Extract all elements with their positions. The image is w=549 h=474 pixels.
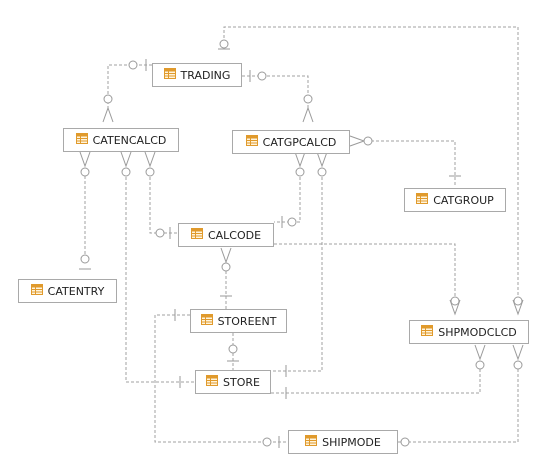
rel-store-catgpcalcd	[271, 172, 323, 372]
rel-trading-shpmodclcd	[223, 26, 519, 300]
entity-label: CATGROUP	[433, 193, 494, 207]
entity-label: STOREENT	[217, 314, 277, 328]
rel-catgroup-catgpcalcd	[371, 140, 456, 187]
entity-label: CALCODE	[207, 228, 262, 242]
entity-storeent[interactable]: STOREENT	[190, 309, 287, 333]
entity-catgroup[interactable]: CATGROUP	[404, 188, 506, 212]
entity-label: TRADING	[180, 68, 231, 82]
entity-label: SHIPMODE	[322, 435, 381, 449]
table-icon	[421, 325, 434, 339]
table-icon	[416, 193, 429, 207]
rel-trading-catencalcd	[107, 64, 152, 108]
table-icon	[245, 135, 258, 149]
rel-storeent-shipmode	[154, 314, 288, 443]
entity-label: SHPMODCLCD	[438, 325, 517, 339]
entity-catentry[interactable]: CATENTRY	[18, 279, 117, 303]
entity-shpmodclcd[interactable]: SHPMODCLCD	[409, 320, 529, 344]
entity-catencalcd[interactable]: CATENCALCD	[63, 128, 179, 152]
entity-store[interactable]: STORE	[195, 370, 271, 394]
entity-label: CATENCALCD	[92, 133, 167, 147]
rel-calcode-catgpcalcd	[274, 172, 301, 223]
table-icon	[206, 375, 219, 389]
entity-shipmode[interactable]: SHIPMODE	[288, 430, 398, 454]
rel-calcode-shpmodclcd	[274, 243, 456, 300]
table-icon	[75, 133, 88, 147]
rel-trading-catgpcalcd	[242, 75, 309, 108]
table-icon	[200, 314, 213, 328]
entity-label: CATENTRY	[47, 284, 105, 298]
entity-catgpcalcd[interactable]: CATGPCALCD	[232, 130, 350, 154]
table-icon	[190, 228, 203, 242]
entity-label: CATGPCALCD	[262, 135, 337, 149]
rel-shipmode-shpmodclcd	[398, 365, 519, 443]
table-icon	[30, 284, 43, 298]
entity-calcode[interactable]: CALCODE	[178, 223, 274, 247]
table-icon	[163, 68, 176, 82]
rel-store-shpmodclcd	[271, 365, 481, 394]
entity-label: STORE	[223, 375, 260, 389]
rel-calcode-catencalcd	[149, 172, 178, 234]
rel-store-catencalcd	[125, 172, 195, 383]
table-icon	[305, 435, 318, 449]
entity-trading[interactable]: TRADING	[152, 63, 242, 87]
